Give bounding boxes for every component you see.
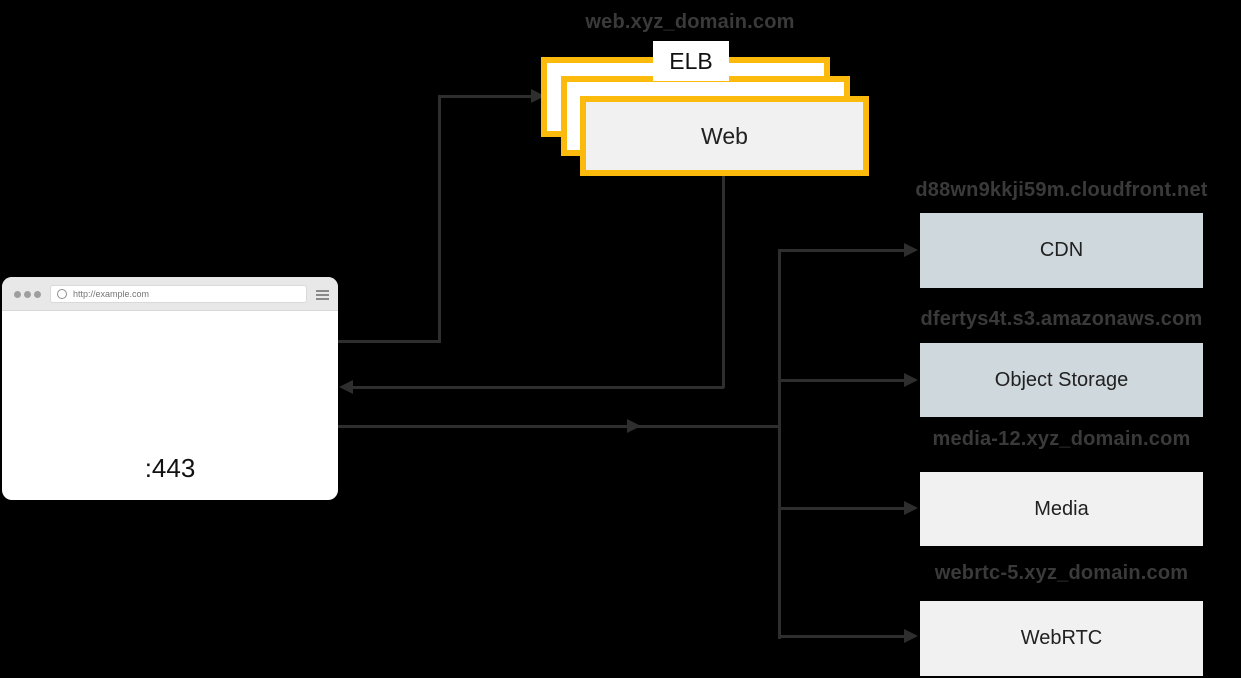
arrow-browser-to-elb-segment xyxy=(338,340,441,343)
arrowhead-into-media-icon xyxy=(904,501,918,515)
arrowhead-into-webrtc-icon xyxy=(904,629,918,643)
web-tier-domain-label: web.xyz_domain.com xyxy=(585,11,795,33)
arrowhead-mid-icon xyxy=(627,419,641,433)
window-dot-icon xyxy=(24,291,31,298)
browser-toolbar: http://example.com xyxy=(2,277,338,311)
media-domain-label: media-12.xyz_domain.com xyxy=(932,428,1191,450)
url-bar: http://example.com xyxy=(50,285,307,303)
media-box: Media xyxy=(920,472,1203,546)
branch-to-media xyxy=(778,507,906,510)
webrtc-box: WebRTC xyxy=(920,601,1203,676)
arrow-browser-to-elb-segment xyxy=(438,95,532,98)
window-control-dots-icon xyxy=(14,291,44,298)
object-storage-domain-label: dfertys4t.s3.amazonaws.com xyxy=(920,308,1203,330)
branch-to-cdn xyxy=(778,249,906,252)
url-text: http://example.com xyxy=(73,289,150,299)
webrtc-domain-label: webrtc-5.xyz_domain.com xyxy=(934,562,1189,584)
client-port-label: :443 xyxy=(130,449,210,488)
cdn-domain-label: d88wn9kkji59m.cloudfront.net xyxy=(915,179,1208,201)
window-dot-icon xyxy=(34,291,41,298)
branch-to-webrtc xyxy=(778,635,906,638)
arrow-browser-to-services-segment xyxy=(338,425,781,428)
arrow-web-to-browser-segment xyxy=(722,175,725,388)
arrowhead-into-object-storage-icon xyxy=(904,373,918,387)
branch-to-object-storage xyxy=(778,379,906,382)
site-icon xyxy=(57,289,67,299)
menu-icon xyxy=(316,290,329,302)
services-trunk-line xyxy=(778,249,781,639)
arrow-browser-to-elb-segment xyxy=(438,95,441,343)
browser-window: http://example.com :443 xyxy=(2,277,338,500)
arrow-web-to-browser-segment xyxy=(352,386,724,389)
object-storage-box: Object Storage xyxy=(920,343,1203,417)
window-dot-icon xyxy=(14,291,21,298)
web-server-box: Web xyxy=(580,96,869,176)
arrowhead-into-cdn-icon xyxy=(904,243,918,257)
arrowhead-into-browser-icon xyxy=(339,380,353,394)
cdn-box: CDN xyxy=(920,213,1203,288)
elb-badge: ELB xyxy=(653,41,729,81)
